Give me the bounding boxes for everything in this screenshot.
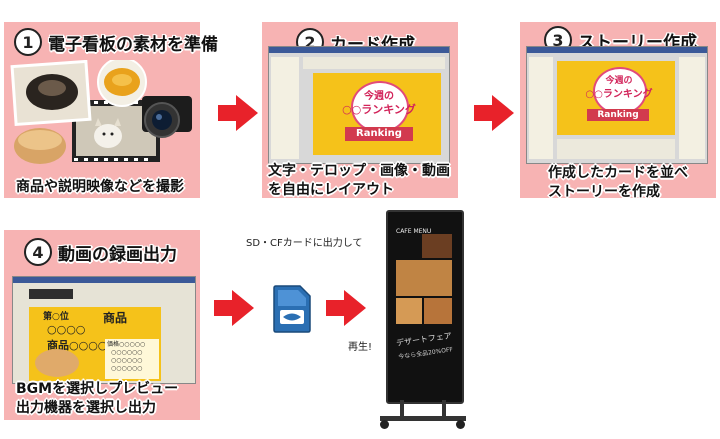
signage-leg-left [400,400,404,418]
step2-caption-line2: を自由にレイアウト [268,182,394,198]
step4-number: 4 [24,238,52,266]
step2-card-ribbon-text: Ranking [356,128,402,139]
step3-properties-panel [679,57,705,159]
step3-editor-titlebar [527,47,707,53]
signage-cafe-title: CAFE MENU [396,228,432,235]
step4-card-info [105,339,159,379]
step3-caption-line2: ストーリーを作成 [548,184,660,200]
step4-card-product: 商品 [103,311,128,325]
step3-caption-line1: 作成したカードを並べ [548,165,688,181]
signage-stand: CAFE MENU デザートフェア 今なら全品20%OFF [380,210,466,432]
step4-header: 4 動画の録画出力 [24,238,177,266]
step2-editor-sidebar [271,57,299,159]
step2-caption: 文字・テロップ・画像・動画 を自由にレイアウト [268,162,450,200]
step4-preview-titlebar [13,277,195,283]
step4-preview-tab [29,289,73,299]
signage-wheel-left [380,420,389,429]
play-label: 再生! [348,342,373,353]
sd-card-icon [273,285,311,333]
step1-photo-collage [10,60,192,164]
signage-dessert-photo [396,260,452,296]
step2-card-ribbon [345,127,413,141]
step1-caption: 商品や説明映像などを撮影 [16,178,184,197]
step4-card-list-item-1: ○○○○○○ [111,349,143,356]
step2-editor-screenshot: 今週の ○○ランキング Ranking [268,46,450,164]
step3-card-line1: 今週の [605,76,633,86]
step2-card-line1: 今週の [364,91,394,102]
step4-card-list-item-3: ○○○○○○ [111,365,143,372]
step3-card-line2: ○○ランキング [585,89,653,100]
arrow-sd-to-signage [326,290,366,326]
step4-card-puff [35,349,79,377]
step3-card-ribbon-text: Ranking [597,110,639,120]
step4-card-price: 価格○○○○○ [107,341,146,348]
step1-number: 1 [14,28,42,56]
signage-wheel-right [456,420,465,429]
step2-card-line2: ○○ランキング [342,103,416,116]
step3-editor-screenshot: 今週の ○○ランキング Ranking [526,46,708,164]
step1-title: 電子看板の素材を準備 [48,34,218,55]
arrow-step4-to-sd [214,290,254,326]
step4-card-list-item-2: ○○○○○○ [111,357,143,364]
step2-editor-titlebar [269,47,449,53]
step2-editor-toolbar [303,57,445,69]
step4-caption-line2: 出力機器を選択し出力 [16,400,156,416]
signage-leg-right [442,400,446,418]
step3-card-ribbon [587,109,649,121]
step1-header: 1 電子看板の素材を準備 [14,28,218,56]
step1-caption-line: 商品や説明映像などを撮影 [16,179,184,195]
step4-caption: BGMを選択しプレビュー 出力機器を選択し出力 [16,380,178,418]
step4-preview-screenshot: 第○位 商品 ○○○○ 商品○○○○ 価格○○○○○ ○○○○○○ ○○○○○○… [12,276,196,384]
signage-cup-photo [422,234,452,258]
signage-base [380,416,466,421]
step4-caption-line1: BGMを選択しプレビュー [16,381,179,397]
step3-caption: 作成したカードを並べ ストーリーを作成 [548,164,688,202]
step3-card-list [529,57,553,159]
signage-pastry-right [424,298,452,324]
step4-card-header: 第○位 [43,312,69,322]
signage-pastry-left [396,298,422,324]
step4-title: 動画の録画出力 [58,244,177,265]
arrow-step2-to-step3 [474,95,514,131]
step2-caption-line1: 文字・テロップ・画像・動画 [268,163,450,179]
sd-output-label: SD・CFカードに出力して [246,238,363,249]
step4-card-sub: 商品○○○○ [47,339,108,352]
arrow-step1-to-step2 [218,95,258,131]
step4-card-circles: ○○○○ [47,323,86,336]
step3-timeline [557,139,675,159]
